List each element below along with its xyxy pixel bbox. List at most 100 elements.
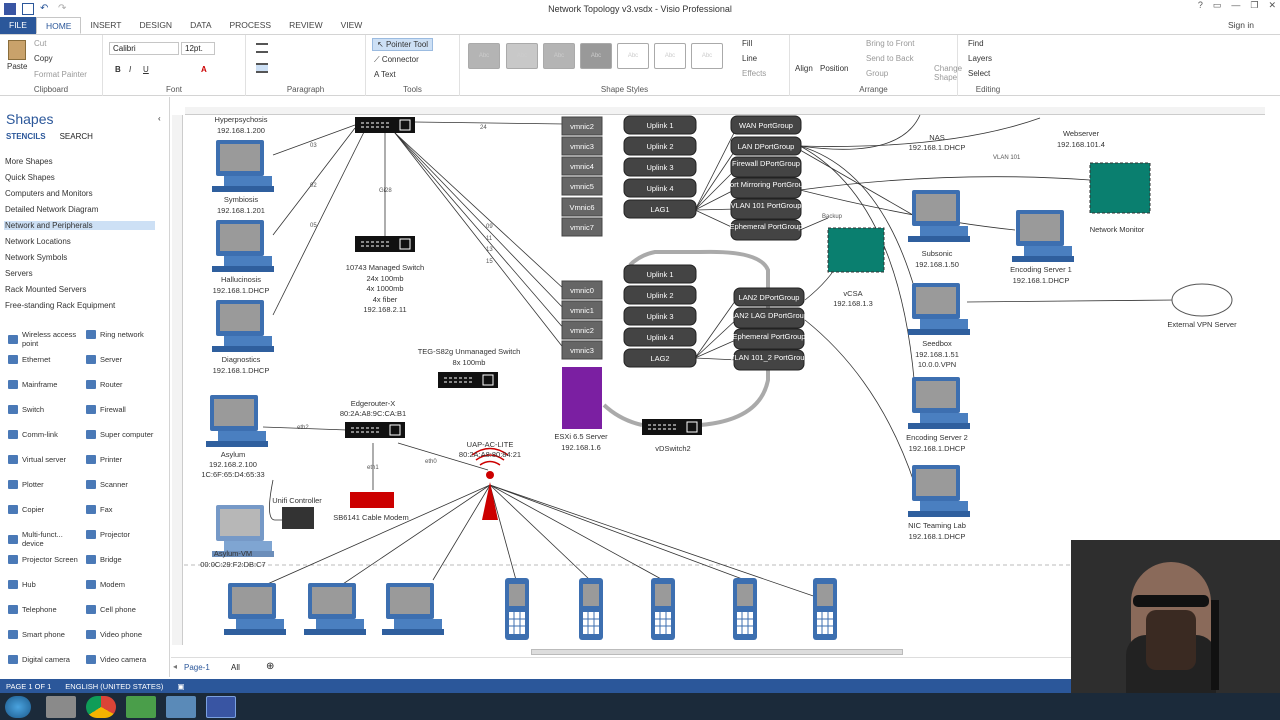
- horizontal-scrollbar[interactable]: [531, 649, 903, 655]
- font-name-select[interactable]: Calibri: [109, 42, 179, 55]
- bring-to-front-button[interactable]: Bring to Front: [866, 39, 915, 48]
- style-swatch-5[interactable]: Abc: [617, 43, 649, 69]
- underline-button[interactable]: U: [143, 65, 149, 74]
- stencil-item[interactable]: More Shapes: [5, 157, 53, 166]
- stencil-item[interactable]: Computers and Monitors: [5, 189, 93, 198]
- shape-item[interactable]: Super computer: [86, 430, 166, 439]
- scroll-prev-icon[interactable]: ◂: [173, 662, 178, 671]
- ribbon-display-icon[interactable]: ▭: [1212, 0, 1222, 10]
- tab-insert[interactable]: INSERT: [90, 20, 122, 30]
- all-pages-tab[interactable]: All: [231, 663, 240, 672]
- shape-item[interactable]: Virtual server: [8, 455, 83, 464]
- paste-button[interactable]: Paste: [7, 62, 28, 71]
- italic-button[interactable]: I: [129, 65, 132, 74]
- save-icon[interactable]: [22, 2, 34, 15]
- shape-item[interactable]: Telephone: [8, 605, 83, 614]
- shape-item[interactable]: Mainframe: [8, 380, 83, 389]
- restore-icon[interactable]: ❐: [1250, 0, 1259, 10]
- stencil-item[interactable]: Rack Mounted Servers: [5, 285, 87, 294]
- shape-item[interactable]: Switch: [8, 405, 83, 414]
- shape-item[interactable]: Wireless access point: [8, 330, 83, 348]
- cut-button[interactable]: Cut: [34, 39, 47, 48]
- drawing-canvas[interactable]: Hyperpsychosis 192.168.1.200 Symbiosis 1…: [184, 115, 1270, 645]
- bold-button[interactable]: B: [115, 65, 121, 74]
- stencil-item[interactable]: Network Symbols: [5, 253, 68, 262]
- tab-process[interactable]: PROCESS: [229, 20, 272, 30]
- shape-item[interactable]: Video phone: [86, 630, 166, 639]
- shape-item[interactable]: Ring network: [86, 330, 166, 339]
- macro-icon[interactable]: ▣: [177, 681, 185, 691]
- send-to-back-button[interactable]: Send to Back: [866, 54, 914, 63]
- text-tool-button[interactable]: A Text: [374, 70, 396, 79]
- align-button[interactable]: Align: [795, 64, 813, 73]
- style-swatch-3[interactable]: Abc: [543, 43, 575, 69]
- tab-search[interactable]: SEARCH: [59, 132, 93, 141]
- taskbar-app-icon[interactable]: [46, 696, 76, 718]
- effects-button[interactable]: Effects: [742, 69, 767, 78]
- shape-item[interactable]: Router: [86, 380, 166, 389]
- shape-item[interactable]: Server: [86, 355, 166, 364]
- shape-item[interactable]: Smart phone: [8, 630, 83, 639]
- tab-data[interactable]: DATA: [190, 20, 212, 30]
- start-button-icon[interactable]: [5, 696, 31, 718]
- shape-item[interactable]: Projector Screen: [8, 555, 83, 564]
- tab-design[interactable]: DESIGN: [139, 20, 173, 30]
- close-icon[interactable]: ✕: [1268, 0, 1276, 10]
- stencil-item[interactable]: Network Locations: [5, 237, 71, 246]
- taskbar-app3-icon[interactable]: [166, 696, 196, 718]
- layers-button[interactable]: Layers: [968, 54, 993, 63]
- font-color-button[interactable]: A: [201, 65, 207, 74]
- font-size-select[interactable]: 12pt.: [181, 42, 215, 55]
- shape-item[interactable]: Projector: [86, 530, 166, 539]
- style-swatch-1[interactable]: Abc: [468, 43, 500, 69]
- shape-item[interactable]: Scanner: [86, 480, 166, 489]
- help-icon[interactable]: ?: [1197, 0, 1203, 10]
- group-button[interactable]: Group: [866, 69, 889, 78]
- stencil-item[interactable]: Servers: [5, 269, 33, 278]
- stencil-item[interactable]: Detailed Network Diagram: [5, 205, 99, 214]
- sign-in-link[interactable]: Sign in: [1228, 20, 1254, 30]
- shape-item[interactable]: Comm-link: [8, 430, 83, 439]
- shape-item[interactable]: Cell phone: [86, 605, 166, 614]
- shape-item[interactable]: Multi-funct... device: [8, 530, 83, 548]
- shape-item[interactable]: Fax: [86, 505, 166, 514]
- shape-item[interactable]: Modem: [86, 580, 166, 589]
- shape-item[interactable]: Bridge: [86, 555, 166, 564]
- format-painter-button[interactable]: Format Painter: [34, 70, 87, 79]
- style-swatch-6[interactable]: Abc: [654, 43, 686, 69]
- line-button[interactable]: Line: [742, 54, 758, 63]
- fill-button[interactable]: Fill: [742, 39, 753, 48]
- shape-item[interactable]: Copier: [8, 505, 83, 514]
- change-shape-button[interactable]: Change Shape: [934, 64, 963, 82]
- tab-home[interactable]: HOME: [35, 17, 82, 34]
- shape-item[interactable]: Plotter: [8, 480, 83, 489]
- shape-item[interactable]: Hub: [8, 580, 83, 589]
- position-button[interactable]: Position: [820, 64, 849, 73]
- redo-icon[interactable]: ↷: [58, 2, 67, 14]
- chrome-icon[interactable]: [86, 696, 116, 718]
- tab-file[interactable]: FILE: [0, 17, 36, 34]
- style-swatch-4[interactable]: Abc: [580, 43, 612, 69]
- pointer-tool-button[interactable]: ↖ Pointer Tool: [372, 38, 434, 51]
- tab-view[interactable]: VIEW: [340, 20, 363, 30]
- select-button[interactable]: Select: [968, 69, 991, 78]
- style-swatch-2[interactable]: Abc: [506, 43, 538, 69]
- align-left-icon[interactable]: [256, 63, 268, 73]
- shape-item[interactable]: Digital camera: [8, 655, 83, 664]
- visio-taskbar-icon[interactable]: [206, 696, 236, 718]
- style-swatch-7[interactable]: Abc: [691, 43, 723, 69]
- tab-review[interactable]: REVIEW: [289, 20, 323, 30]
- page-1-tab[interactable]: Page-1: [184, 663, 210, 672]
- add-page-icon[interactable]: ⊕: [266, 661, 275, 672]
- connector-button[interactable]: ⟋ Connector: [374, 55, 419, 64]
- paste-icon[interactable]: [8, 40, 26, 60]
- stencil-item[interactable]: Network and Peripherals: [4, 221, 155, 230]
- align-center-icon[interactable]: [256, 43, 268, 53]
- shape-item[interactable]: Firewall: [86, 405, 166, 414]
- find-button[interactable]: Find: [968, 39, 984, 48]
- stencil-item[interactable]: Quick Shapes: [5, 173, 55, 182]
- shape-item[interactable]: Video camera: [86, 655, 166, 664]
- taskbar-app2-icon[interactable]: [126, 696, 156, 718]
- copy-button[interactable]: Copy: [34, 54, 53, 63]
- minimize-icon[interactable]: —: [1231, 0, 1241, 10]
